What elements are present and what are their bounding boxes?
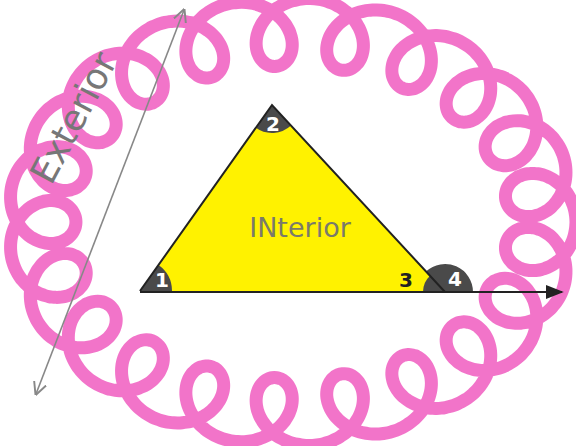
triangle-side <box>140 105 445 292</box>
scribble-loops <box>11 0 576 445</box>
angle-number: 4 <box>448 269 462 289</box>
angle-number: 3 <box>399 270 413 290</box>
triangle-shape <box>140 105 445 292</box>
region-label: INterior <box>249 214 351 241</box>
interior-triangle: INterior <box>140 105 445 292</box>
angle-number: 1 <box>155 270 169 290</box>
triangle-fill <box>140 105 445 292</box>
angle-number: 2 <box>266 114 280 134</box>
